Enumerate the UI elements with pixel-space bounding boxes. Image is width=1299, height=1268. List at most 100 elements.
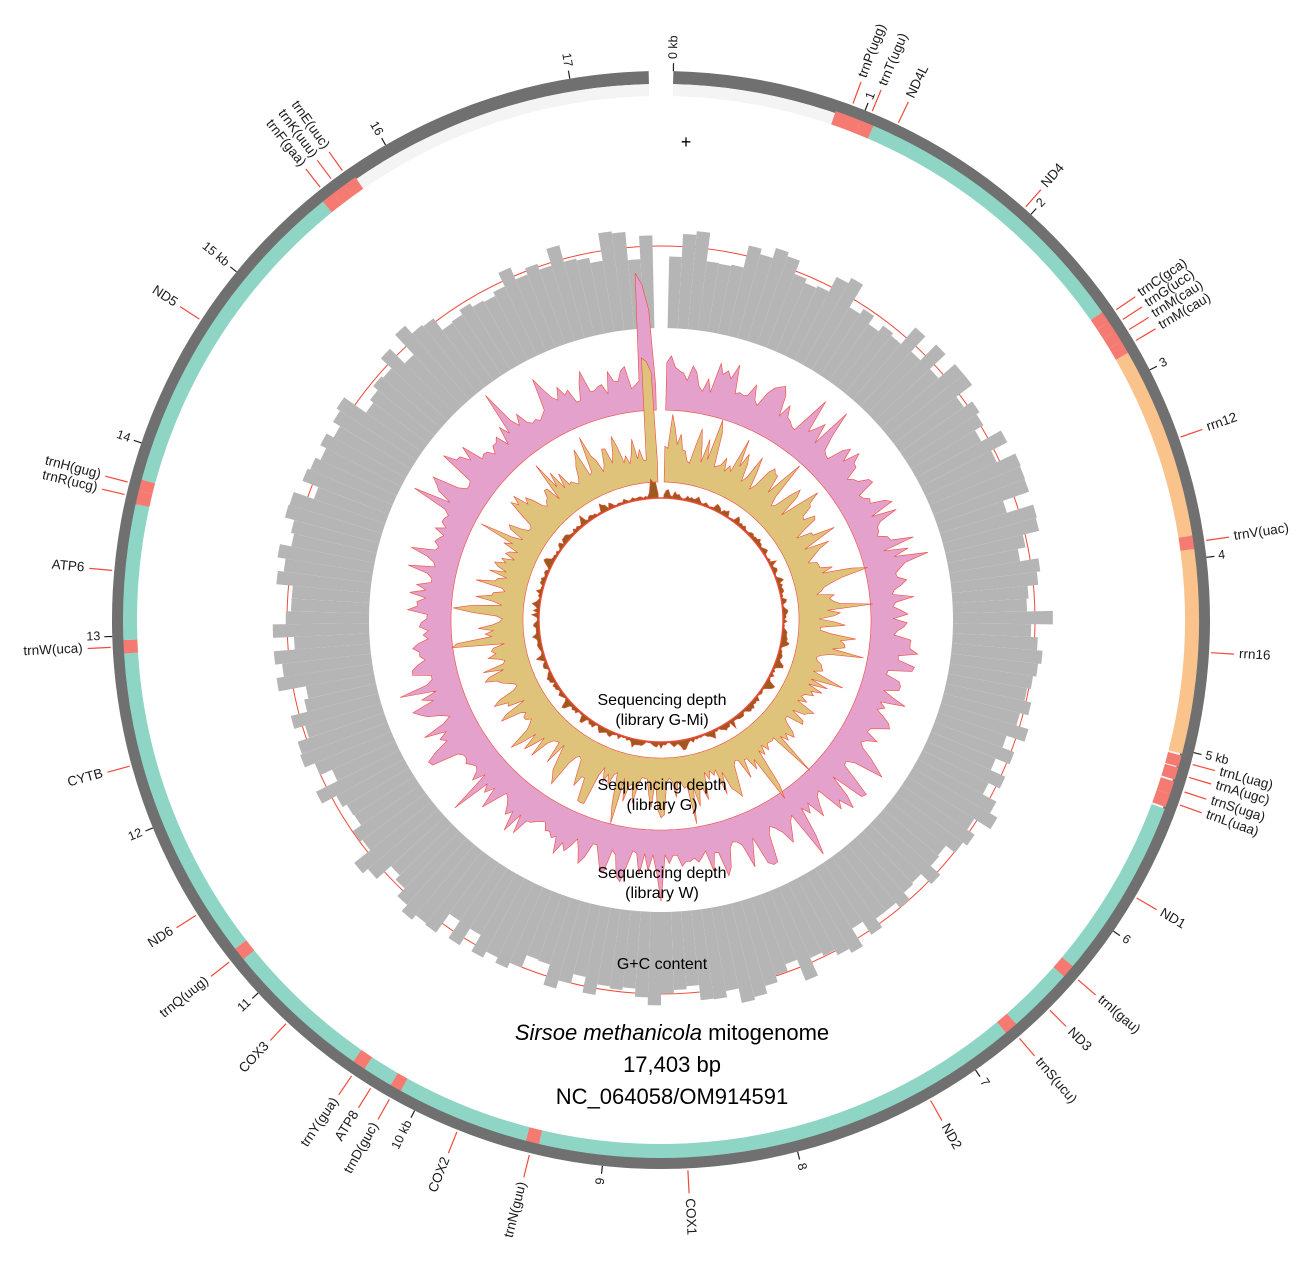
strand-label: + — [681, 132, 692, 152]
tick-label: 17 — [559, 52, 575, 68]
label-leader-18 — [1020, 1038, 1035, 1056]
tick-mark — [865, 103, 868, 111]
ring-label-w-line1: Sequencing depth — [598, 865, 727, 882]
tick-label: 8 — [795, 1161, 810, 1171]
tick-label: 12 — [126, 825, 144, 843]
label-leader-25 — [339, 1076, 352, 1095]
feature-nd1-15 — [1062, 804, 1165, 966]
tick-label: 3 — [1157, 354, 1170, 370]
feature-label: COX3 — [236, 1038, 272, 1075]
feature-label: trnY(gua) — [297, 1094, 341, 1149]
tick-mark — [568, 71, 569, 79]
label-leader-15 — [1137, 898, 1157, 910]
feature-label: trnW(uca) — [23, 640, 83, 658]
species-name: Sirsoe methanicola — [515, 1020, 702, 1045]
label-leader-26 — [270, 1024, 286, 1041]
feature-label: trnS(ucu) — [1033, 1054, 1081, 1106]
tick-mark — [382, 138, 386, 145]
label-leader-19 — [931, 1101, 942, 1121]
label-leader-24 — [359, 1088, 371, 1108]
feature-label: ND2 — [939, 1121, 965, 1152]
label-leader-27 — [211, 962, 229, 976]
feature-nd5-34 — [142, 202, 332, 484]
genome-kind: mitogenome — [708, 1020, 829, 1045]
tick-mark — [134, 440, 142, 443]
label-leader-37 — [329, 152, 342, 171]
tick-label: 14 — [115, 427, 133, 445]
label-leader-14 — [1180, 805, 1202, 813]
tick-mark — [252, 993, 258, 998]
label-leader-6 — [1129, 317, 1149, 329]
tick-mark — [1194, 753, 1202, 755]
label-leader-35 — [306, 169, 320, 187]
label-leader-9 — [1206, 537, 1229, 540]
label-leader-31 — [89, 568, 112, 570]
tick-label: 2 — [1033, 195, 1048, 210]
depth-area-library-g-mi — [532, 479, 790, 750]
label-leader-16 — [1078, 980, 1095, 995]
feature-label: ND4L — [903, 62, 932, 100]
label-leader-12 — [1189, 777, 1211, 784]
genome-accession: NC_064058/OM914591 — [556, 1084, 788, 1109]
ring-label-w-line2: (library W) — [625, 885, 699, 902]
tick-mark — [411, 1111, 415, 1118]
feature-label: ND6 — [145, 923, 176, 950]
feature-label: CYTB — [66, 765, 105, 789]
label-leader-5 — [1123, 307, 1142, 320]
feature-nd4-3 — [905, 144, 1102, 320]
feature-trnvuac-9 — [1179, 536, 1195, 551]
feature-label: rrn16 — [1239, 646, 1271, 663]
tick-mark — [1113, 931, 1120, 936]
tick-label: 10 kb — [389, 1118, 415, 1152]
label-leader-11 — [1193, 765, 1215, 771]
ring-label-gmi-line2: (library G-Mi) — [615, 712, 708, 729]
ring-label-gc: G+C content — [617, 956, 708, 973]
ring-label-g-line2: (library G) — [626, 797, 697, 814]
tick-label: 15 kb — [200, 239, 233, 269]
label-leader-29 — [108, 766, 130, 772]
gc-bar — [286, 611, 369, 624]
label-leader-34 — [180, 307, 199, 320]
depth-track-library-g-mi — [532, 479, 790, 750]
label-leader-7 — [1136, 329, 1156, 341]
feature-label: ND4 — [1038, 160, 1067, 191]
feature-label: COX2 — [425, 1155, 453, 1195]
label-leader-23 — [378, 1099, 389, 1119]
label-leader-36 — [317, 160, 331, 178]
tick-mark — [976, 1070, 981, 1077]
gc-bar — [953, 611, 1053, 625]
feature-label: ND5 — [150, 282, 181, 309]
tick-label: 11 — [235, 995, 254, 1014]
label-leader-33 — [105, 476, 127, 482]
tick-mark — [602, 1166, 603, 1174]
feature-label: trnQ(uug) — [157, 973, 212, 1021]
tick-mark — [230, 267, 236, 272]
label-leader-10 — [1211, 653, 1234, 654]
label-leader-20 — [688, 1170, 689, 1193]
tick-mark — [1150, 366, 1157, 370]
label-leader-21 — [524, 1155, 530, 1177]
feature-label: ND3 — [1065, 1024, 1095, 1054]
label-leader-22 — [448, 1132, 457, 1153]
feature-label: ND1 — [1158, 905, 1189, 932]
label-leader-0 — [853, 82, 861, 104]
feature-trnwuca-30 — [123, 639, 138, 653]
label-leader-2 — [898, 102, 908, 123]
label-leader-17 — [1050, 1010, 1066, 1026]
tick-label: 0 kb — [666, 35, 681, 59]
label-leader-32 — [102, 489, 124, 494]
label-leader-30 — [88, 647, 111, 648]
tick-mark — [1031, 209, 1036, 215]
feature-label: trnN(guu) — [501, 1180, 529, 1239]
label-leader-4 — [1116, 297, 1135, 310]
tick-label: 16 — [367, 119, 386, 138]
tick-label: 13 — [86, 629, 100, 643]
label-leader-13 — [1185, 792, 1207, 799]
tick-label: 6 — [1120, 932, 1134, 948]
tick-label: 7 — [977, 1075, 992, 1089]
label-leader-28 — [177, 915, 196, 927]
feature-label: COX1 — [683, 1198, 700, 1235]
